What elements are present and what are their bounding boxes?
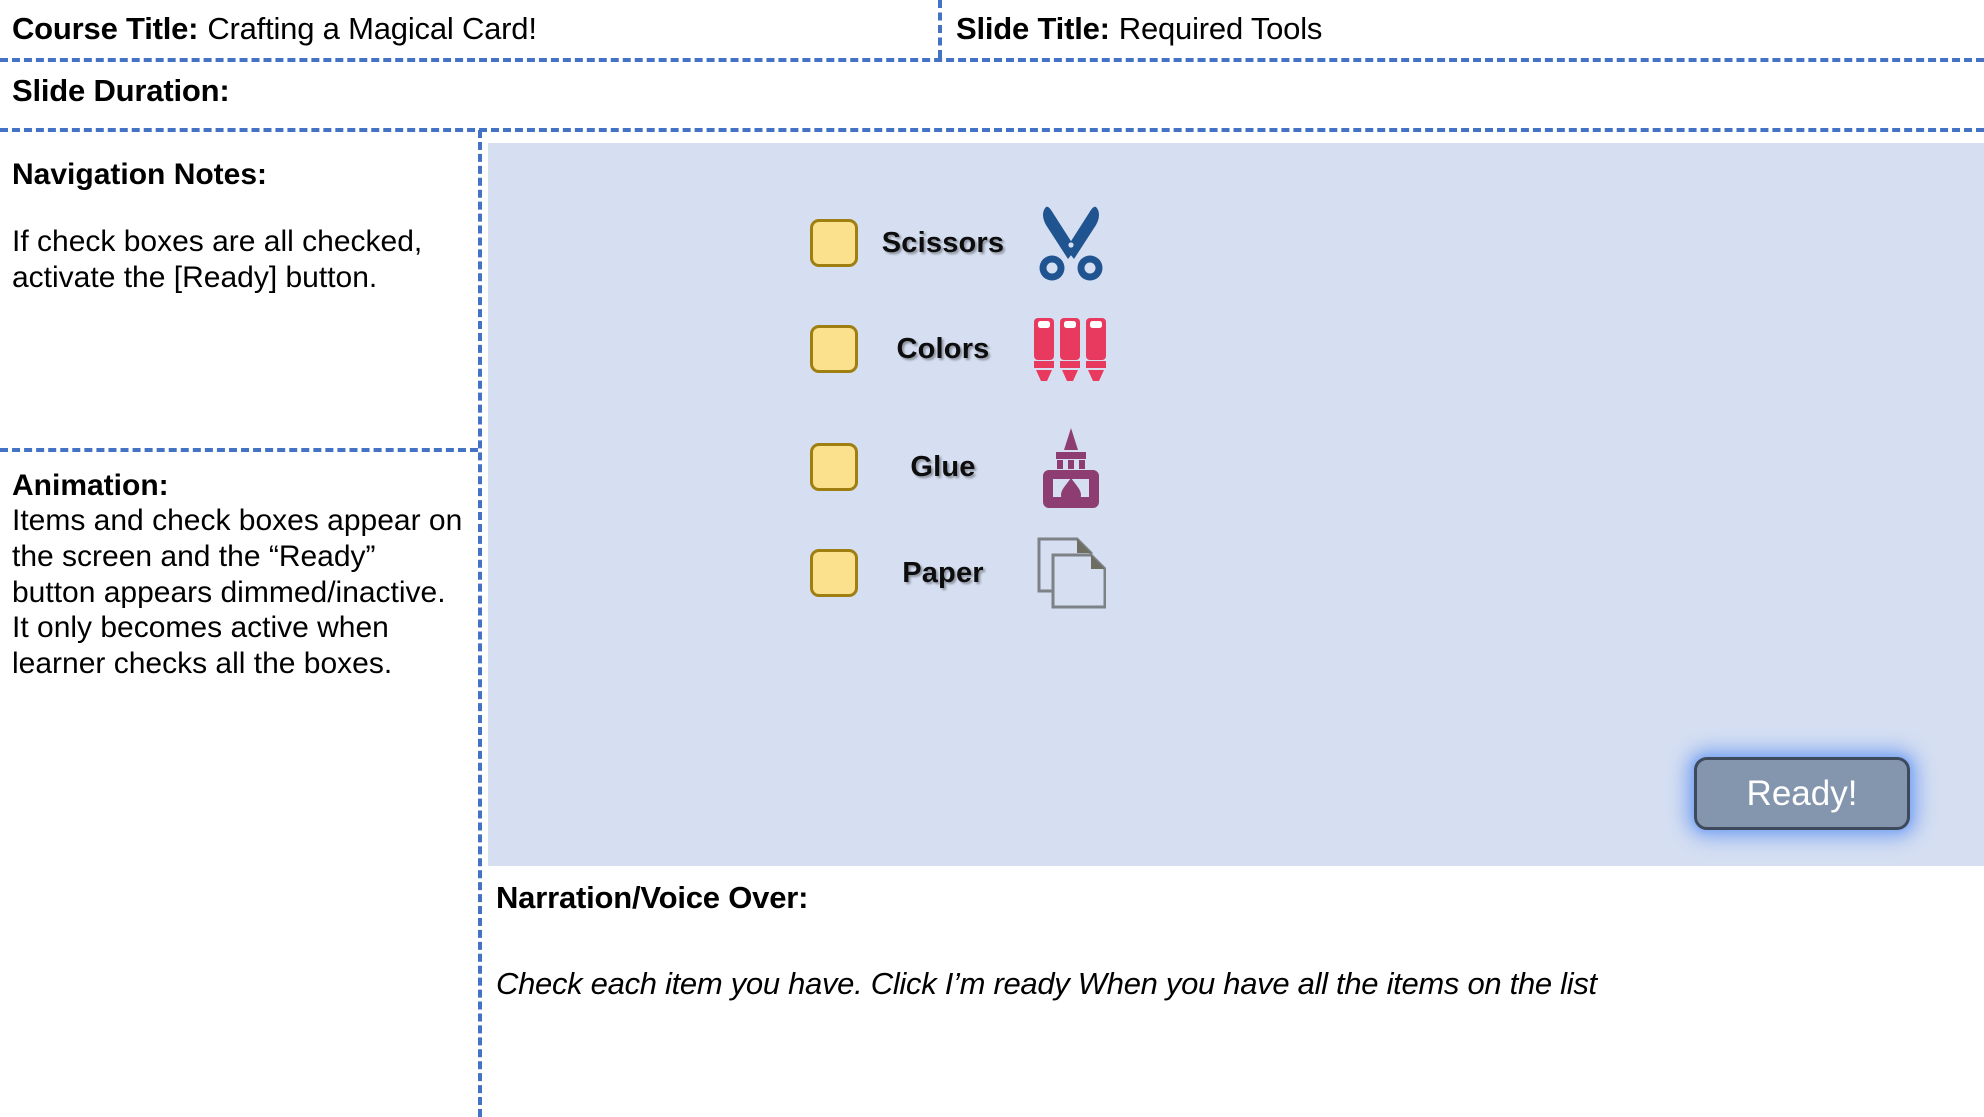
item-label-paper: Paper <box>902 556 984 589</box>
item-label-colors: Colors <box>896 332 990 365</box>
main-vertical-divider <box>478 130 482 1117</box>
header-vertical-divider <box>938 0 942 58</box>
scissors-icon <box>1032 204 1110 282</box>
navigation-notes-title: Navigation Notes: <box>12 158 268 191</box>
ready-button-label: Ready! <box>1746 773 1858 813</box>
course-title-cell: Course Title: Crafting a Magical Card! <box>12 0 537 58</box>
checkbox-scissors[interactable] <box>810 219 858 267</box>
header-row2-divider <box>0 128 1984 132</box>
narration-title: Narration/Voice Over: <box>496 880 809 915</box>
slide-title-cell: Slide Title: Required Tools <box>956 0 1322 58</box>
animation-title: Animation: <box>12 469 169 502</box>
left-panel-divider <box>0 448 478 452</box>
checkbox-colors[interactable] <box>810 325 858 373</box>
navigation-notes-body: If check boxes are all checked, activate… <box>12 225 423 295</box>
course-title-label: Course Title: <box>12 11 199 46</box>
slide-item-row[interactable]: Scissors <box>810 204 1110 282</box>
item-label-scissors: Scissors <box>881 226 1005 259</box>
checkbox-glue[interactable] <box>810 443 858 491</box>
slide-item-row[interactable]: Colors <box>810 313 1110 385</box>
spacer <box>12 192 464 224</box>
slide-item-row[interactable]: Paper <box>810 537 1110 609</box>
slide-preview-canvas: Scissors Colors <box>488 143 1984 866</box>
glue-bottle-icon <box>1032 428 1110 508</box>
header-row1-divider <box>0 58 1984 62</box>
paper-sheets-icon <box>1032 534 1110 612</box>
slide-duration-label: Slide Duration: <box>12 73 230 108</box>
slide-item-row[interactable]: Glue <box>810 428 1110 508</box>
ready-button[interactable]: Ready! <box>1694 757 1910 830</box>
slide-title-value: Required Tools <box>1118 11 1323 46</box>
narration-text: Check each item you have. Click I’m read… <box>496 966 1597 1001</box>
course-title-value: Crafting a Magical Card! <box>207 11 537 46</box>
animation-block: Animation: Items and check boxes appear … <box>12 468 464 682</box>
slide-title-label: Slide Title: <box>956 11 1110 46</box>
checkbox-paper[interactable] <box>810 549 858 597</box>
markers-icon <box>1032 310 1110 388</box>
item-label-glue: Glue <box>910 450 976 483</box>
animation-body: Items and check boxes appear on the scre… <box>12 504 463 681</box>
navigation-notes-block: Navigation Notes: If check boxes are all… <box>12 157 464 296</box>
slide-duration-cell: Slide Duration: <box>12 62 238 120</box>
